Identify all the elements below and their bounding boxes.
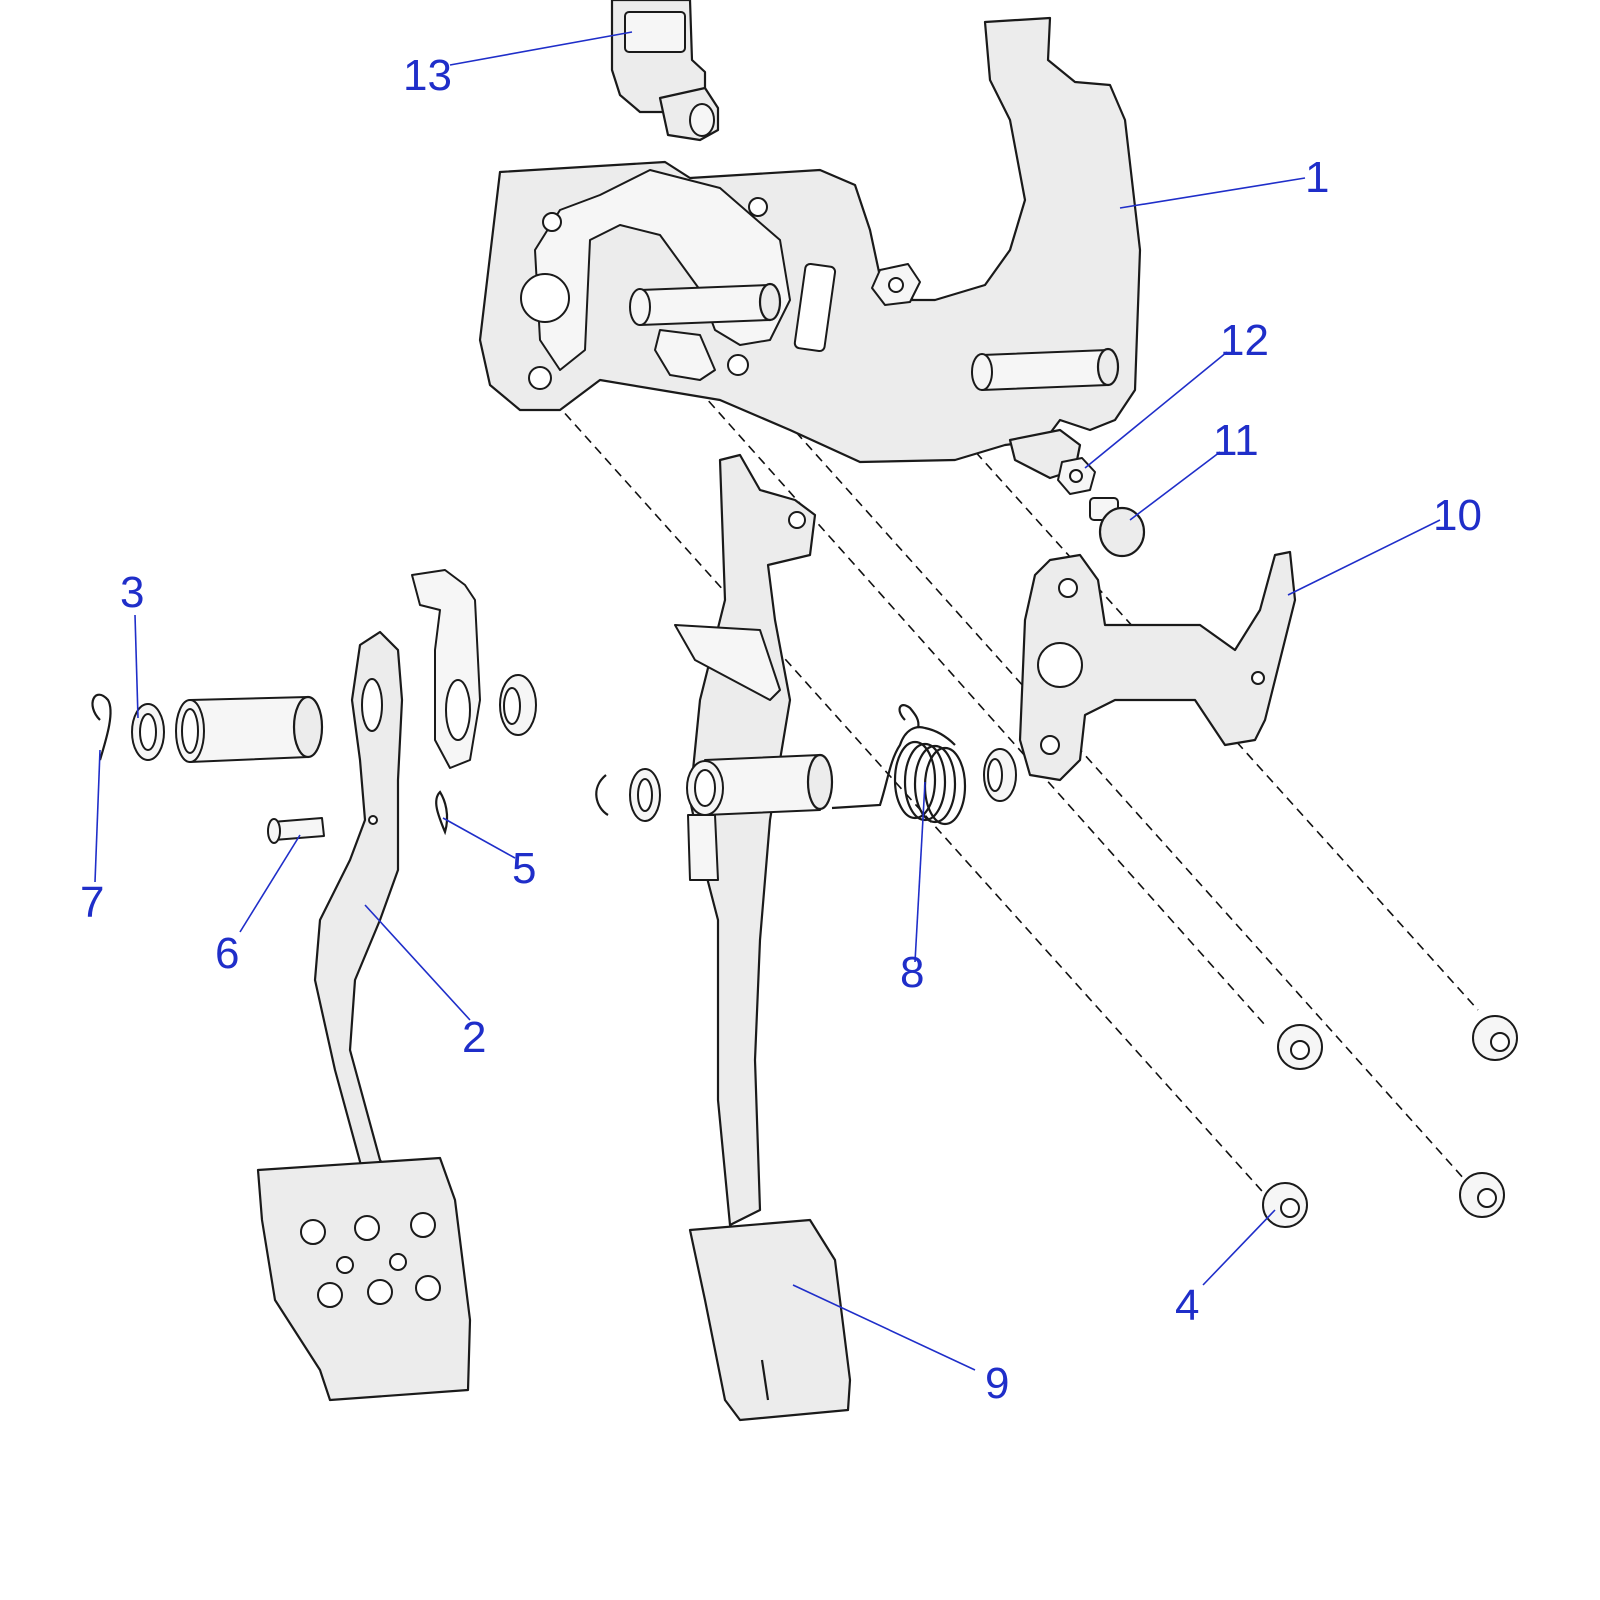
callout-label-9: 9 [985, 1359, 1009, 1408]
callout-label-12: 12 [1220, 316, 1269, 365]
callout-label-1: 1 [1305, 153, 1329, 202]
brake-switch-part [610, 0, 720, 142]
flange-nut-2 [1472, 1015, 1518, 1061]
callout-label-2: 2 [462, 1013, 486, 1062]
return-spring-part [831, 704, 1017, 826]
clevis-pin-part [267, 817, 325, 844]
stop-bumper-part [1089, 497, 1146, 558]
flange-nut-3 [1262, 1182, 1308, 1228]
brake-pedal-part [674, 453, 852, 1422]
pedal-bracket-part [478, 16, 1142, 480]
callout-label-4: 4 [1175, 1281, 1199, 1330]
callout-label-6: 6 [215, 929, 239, 978]
e-clip-left-part [91, 693, 112, 761]
callout-label-5: 5 [512, 844, 536, 893]
flange-nut-1 [1277, 1024, 1323, 1070]
callout-label-10: 10 [1433, 491, 1482, 540]
callout-label-7: 7 [80, 878, 104, 927]
clutch-pedal-part [256, 630, 472, 1402]
flange-nut-4 [1459, 1172, 1505, 1218]
callout-label-3: 3 [120, 568, 144, 617]
switch-bracket-part [1018, 550, 1297, 782]
callout-labels: 1 2 3 4 5 6 7 8 9 10 11 12 13 [80, 51, 1482, 1408]
callout-label-13: 13 [403, 51, 452, 100]
bushing-right-part [411, 569, 537, 769]
callout-label-11: 11 [1213, 416, 1259, 465]
pivot-tube-part [595, 753, 834, 881]
callout-label-8: 8 [900, 948, 924, 997]
bushing-left-part [131, 695, 324, 763]
cotter-pin-part [435, 790, 449, 836]
callout-leader-lines [94, 31, 1441, 1371]
